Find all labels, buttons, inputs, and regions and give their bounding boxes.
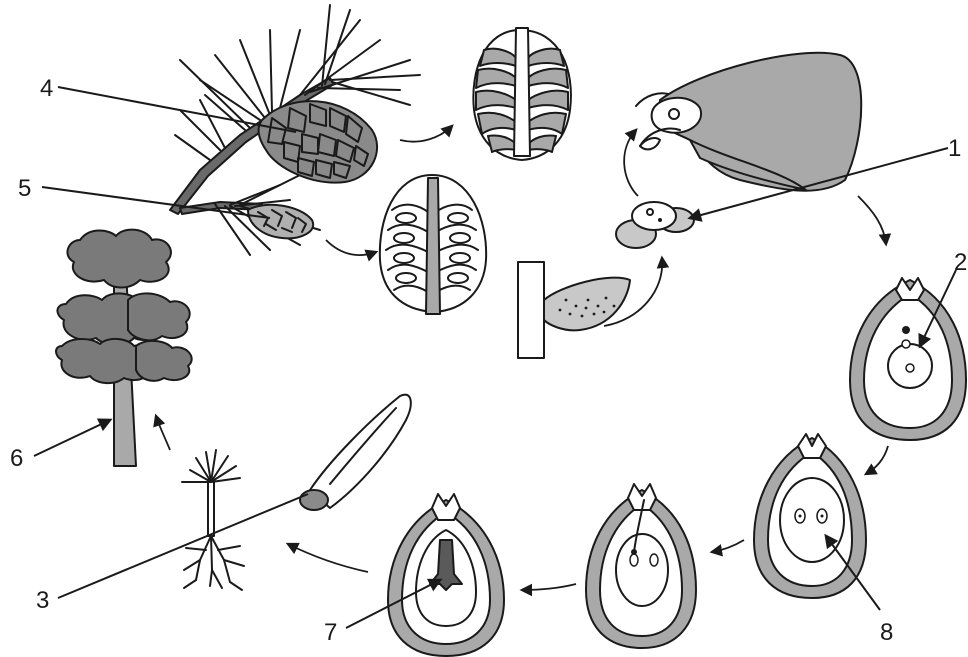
seedling-icon: [182, 450, 244, 590]
ovule-icon: [586, 484, 696, 648]
pine-branch-with-cones-icon: [170, 5, 420, 255]
label-1: 1: [948, 135, 961, 162]
winged-seed-icon: [300, 395, 411, 510]
pollen-grain-icon: [616, 202, 694, 248]
label-7: 7: [324, 619, 337, 646]
ovule-icon: [754, 434, 866, 598]
female-cone-section-icon: [473, 28, 571, 160]
label-4: 4: [40, 75, 53, 102]
ovule-icon: [388, 494, 504, 656]
microsporangium-icon: [518, 262, 630, 358]
ovule-icon: [850, 278, 966, 440]
label-5: 5: [18, 175, 31, 202]
label-3: 3: [36, 587, 49, 614]
label-2: 2: [954, 249, 967, 276]
male-cone-section-icon: [380, 175, 486, 314]
label-8: 8: [880, 619, 893, 646]
germinating-pollen-icon: [636, 53, 861, 191]
label-6: 6: [10, 445, 23, 472]
pine-tree-icon: [56, 230, 192, 466]
